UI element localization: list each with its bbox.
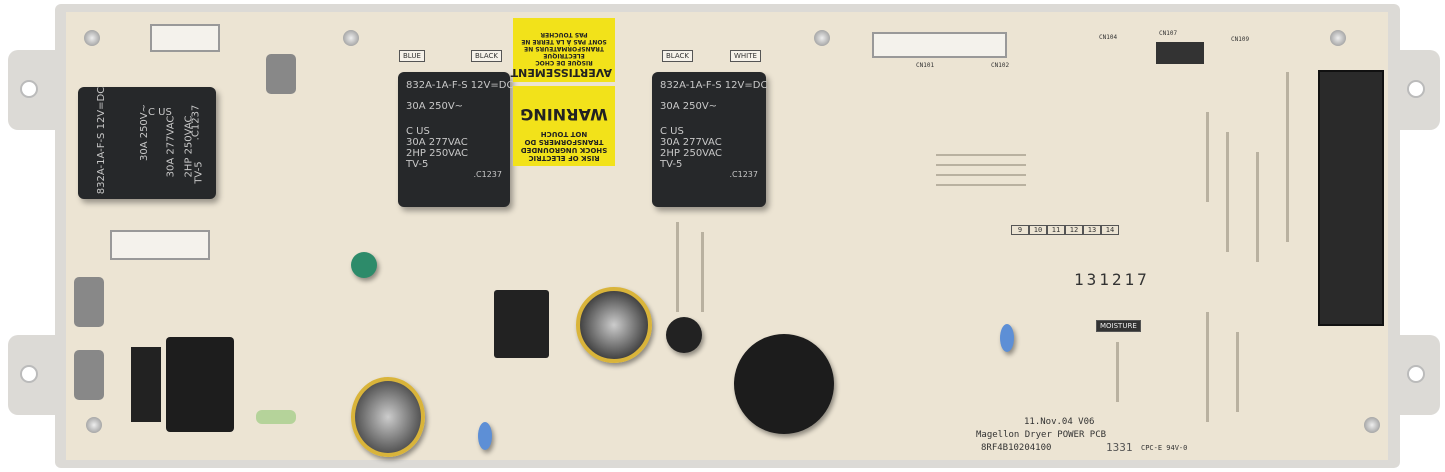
terminal-label-black: BLACK [662, 50, 694, 62]
screw [86, 417, 102, 433]
transformer [166, 337, 234, 432]
capacitor [576, 287, 652, 363]
buzzer [734, 334, 834, 434]
varistor [74, 277, 104, 327]
pcb: 832A-1A-F-S 12V=DC 30A 250V~ C US 30A 27… [66, 12, 1388, 460]
relay-k101: 832A-1A-F-S 12V=DC 30A 250V~ C US 30A 27… [398, 72, 513, 207]
terminal-label-white: WHITE [730, 50, 761, 62]
screw [84, 30, 100, 46]
warning-label-french: AVERTISSEMENT RISQUE DE CHOC ELECTRIQUE … [511, 18, 615, 82]
screw [343, 30, 359, 46]
ribbon-connector [1318, 70, 1384, 326]
capacitor [351, 377, 425, 457]
terminal-label-black: BLACK [471, 50, 503, 62]
transformer [494, 290, 549, 358]
screw [1330, 30, 1346, 46]
screw [1364, 417, 1380, 433]
date-stamp: 1331 [1106, 441, 1133, 454]
board-rating: CPC-E 94V-0 [1141, 444, 1188, 452]
capacitor [1000, 324, 1014, 352]
warning-label-english: RISK OF ELECTRIC SHOCK UNGROUNDED TRANSF… [513, 86, 615, 166]
varistor [266, 54, 296, 94]
fuse-holder [131, 347, 161, 422]
serial-number: 131217 [1074, 270, 1150, 289]
jumper-grid: 9 10 11 12 13 14 [1011, 225, 1119, 235]
mount-tab-left-top [8, 50, 68, 130]
varistor [74, 350, 104, 400]
header-cn107 [1156, 42, 1204, 64]
mount-tab-right-bottom [1385, 335, 1440, 415]
date-code: 11.Nov.04 V06 [1024, 417, 1095, 427]
header-connector [872, 32, 1007, 58]
mount-tab-right-top [1385, 50, 1440, 130]
part-number: 8RF4B10204100 [981, 443, 1052, 453]
capacitor [478, 422, 492, 450]
relay-k100: 832A-1A-F-S 12V=DC 30A 250V~ C US 30A 27… [78, 87, 216, 199]
resistor [256, 410, 296, 424]
capacitor [666, 317, 702, 353]
board-title: Magellon Dryer POWER PCB [976, 430, 1107, 440]
screw [814, 30, 830, 46]
relay-k102: 832A-1A-F-S 12V=DC 30A 250V~ C US 30A 27… [652, 72, 767, 207]
power-connector-mid [110, 230, 210, 260]
terminal-label-blue: BLUE [399, 50, 425, 62]
moisture-label: MOISTURE [1096, 320, 1141, 332]
mount-tab-left-bottom [8, 335, 68, 415]
capacitor [351, 252, 377, 278]
power-connector-top [150, 24, 220, 52]
